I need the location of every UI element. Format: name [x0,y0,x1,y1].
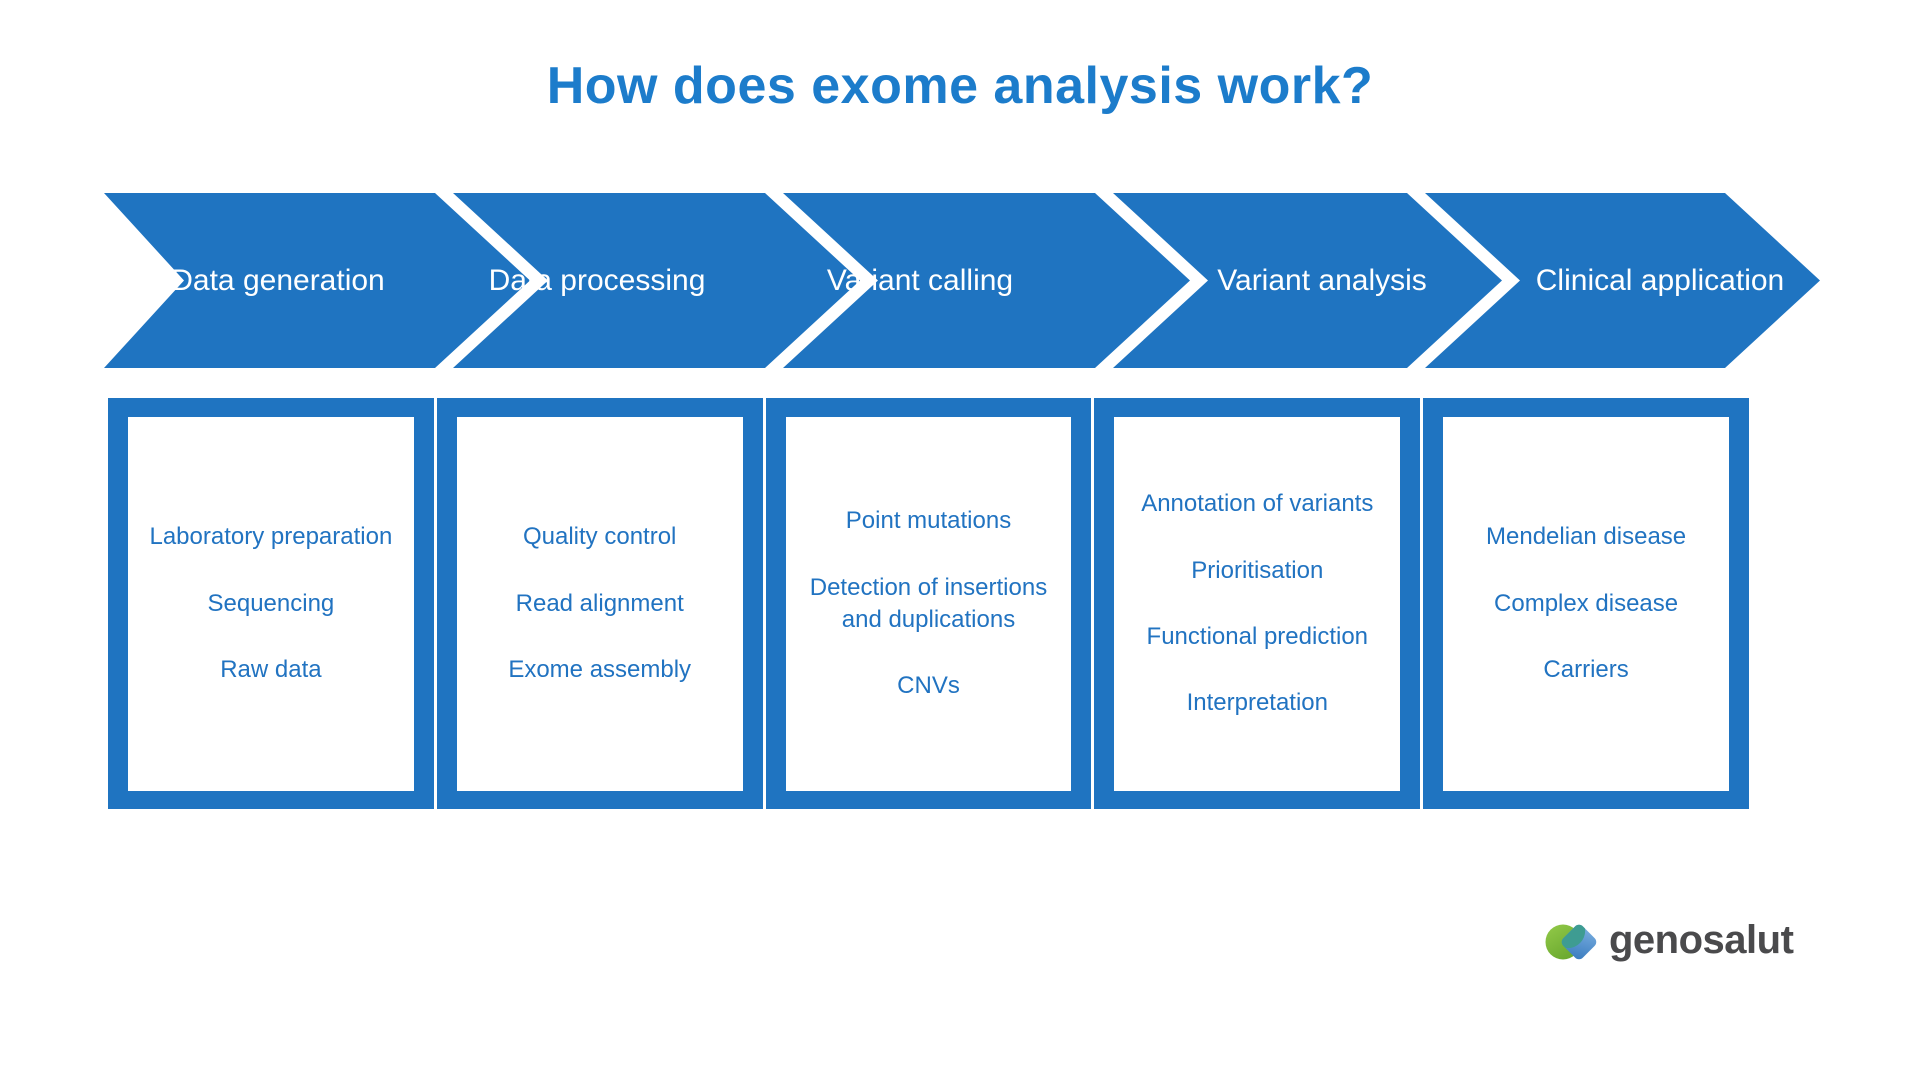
genosalut-logo-text: genosalut [1609,917,1794,962]
stage-arrow-label-variant-analysis: Variant analysis [1217,263,1427,297]
stage-detail-item: Interpretation [1186,689,1328,717]
circle-diamond-icon [1545,924,1597,960]
stage-detail-item: Sequencing [207,589,335,617]
stage-details-cell-clinical-application: Mendelian disease Complex disease Carrie… [1423,398,1749,809]
stage-arrow-label-data-processing: Data processing [488,263,706,297]
page-title: How does exome analysis work? [546,57,1374,115]
stage-arrow-label-variant-calling: Variant calling [826,263,1014,297]
stage-details-cell-variant-analysis: Annotation of variants Prioritisation Fu… [1094,398,1421,809]
stage-details-cell-data-processing: Quality control Read alignment Exome ass… [436,398,763,809]
stage-detail-item: Functional prediction [1146,623,1369,650]
stage-details-band: Laboratory preparation Sequencing Raw da… [108,398,1749,809]
stage-detail-item: Quality control [522,523,677,551]
stage-detail-item: CNVs [897,672,960,700]
stage-details-cell-data-generation: Laboratory preparation Sequencing Raw da… [108,398,434,809]
stage-detail-item: Carriers [1543,656,1629,684]
stage-details-box: Point mutations Detection of insertions … [785,417,1072,791]
stage-details-box: Mendelian disease Complex disease Carrie… [1443,417,1729,791]
stage-detail-item: Laboratory preparation [149,523,393,551]
stage-detail-item: Annotation of variants [1141,490,1374,518]
stage-detail-item: Read alignment [515,589,684,617]
process-arrows: Data generation Data processing Variant … [0,193,1920,368]
stage-detail-item: Mendelian disease [1486,523,1687,551]
stage-details-cell-variant-calling: Point mutations Detection of insertions … [765,398,1092,809]
stage-detail-item: Raw data [220,656,322,684]
stage-detail-item: Complex disease [1494,589,1679,617]
stage-arrow-label-data-generation: Data generation [171,263,385,297]
stage-details-box: Quality control Read alignment Exome ass… [456,417,743,791]
stage-detail-item: Exome assembly [508,656,692,684]
stage-details-box: Laboratory preparation Sequencing Raw da… [128,417,414,791]
genosalut-logo: genosalut [1543,908,1794,972]
stage-detail-item: Point mutations [845,507,1012,535]
stage-details-box: Annotation of variants Prioritisation Fu… [1114,417,1401,791]
stage-detail-item: Detection of insertions and duplications [809,573,1048,633]
stage-detail-item: Prioritisation [1191,556,1324,584]
stage-arrow-label-clinical-application: Clinical application [1535,263,1785,297]
